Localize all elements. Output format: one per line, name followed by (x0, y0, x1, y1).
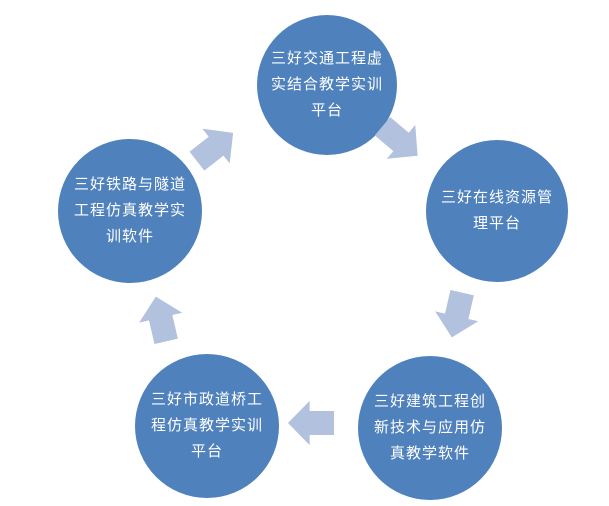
arrow-left-to-top-icon (182, 114, 248, 180)
cycle-node-bottom-left: 三好市政道桥工 程仿真教学实训 平台 (135, 354, 279, 498)
arrow-bottom-right-to-bottom-left-icon (288, 399, 334, 447)
cycle-node-bottom-right: 三好建筑工程创 新技术与应用仿 真教学软件 (358, 356, 502, 500)
arrow-right-to-bottom-right-icon (428, 287, 485, 343)
cycle-node-left: 三好铁路与隧道 工程仿真教学实 训软件 (58, 139, 202, 283)
cycle-node-right: 三好在线资源管 理平台 (426, 140, 568, 282)
cycle-node-top: 三好交通工程虚 实结合教学实训 平台 (257, 15, 397, 155)
arrow-top-to-right-icon (367, 108, 433, 174)
arrow-bottom-left-to-left-icon (132, 291, 189, 347)
